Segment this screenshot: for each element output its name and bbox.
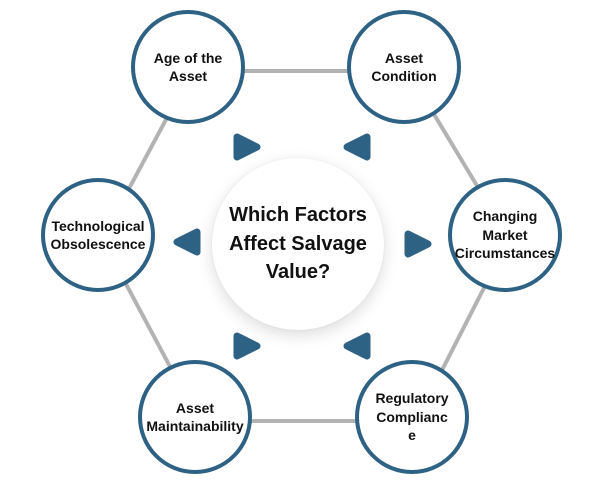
triangle-left-icon xyxy=(340,131,374,163)
factor-label: Technological Obsolescence xyxy=(50,217,146,252)
factor-node-changing-market-circumstances: Changing Market Circumstances xyxy=(448,178,562,292)
factor-node-asset-condition: Asset Condition xyxy=(347,10,461,124)
factor-label: Age of the Asset xyxy=(153,49,223,84)
factor-label: Asset Condition xyxy=(371,49,437,84)
triangle-left-icon xyxy=(170,226,204,258)
triangle-right-icon xyxy=(230,131,264,163)
triangle-right-icon xyxy=(401,228,435,260)
factor-node-technological-obsolescence: Technological Obsolescence xyxy=(41,178,155,292)
factor-node-asset-maintainability: Asset Maintainability xyxy=(138,360,252,474)
center-title-circle: Which Factors Affect Salvage Value? xyxy=(212,158,384,330)
triangle-left-icon xyxy=(340,330,374,362)
center-title: Which Factors Affect Salvage Value? xyxy=(229,204,367,284)
factor-label: Changing Market Circumstances xyxy=(454,208,556,262)
triangle-right-icon xyxy=(230,330,264,362)
factor-label: Asset Maintainability xyxy=(146,399,244,434)
factor-label: Regulatory Complianc e xyxy=(375,390,449,444)
factor-node-regulatory-compliance: Regulatory Complianc e xyxy=(355,360,469,474)
factor-node-age-of-the-asset: Age of the Asset xyxy=(131,10,245,124)
